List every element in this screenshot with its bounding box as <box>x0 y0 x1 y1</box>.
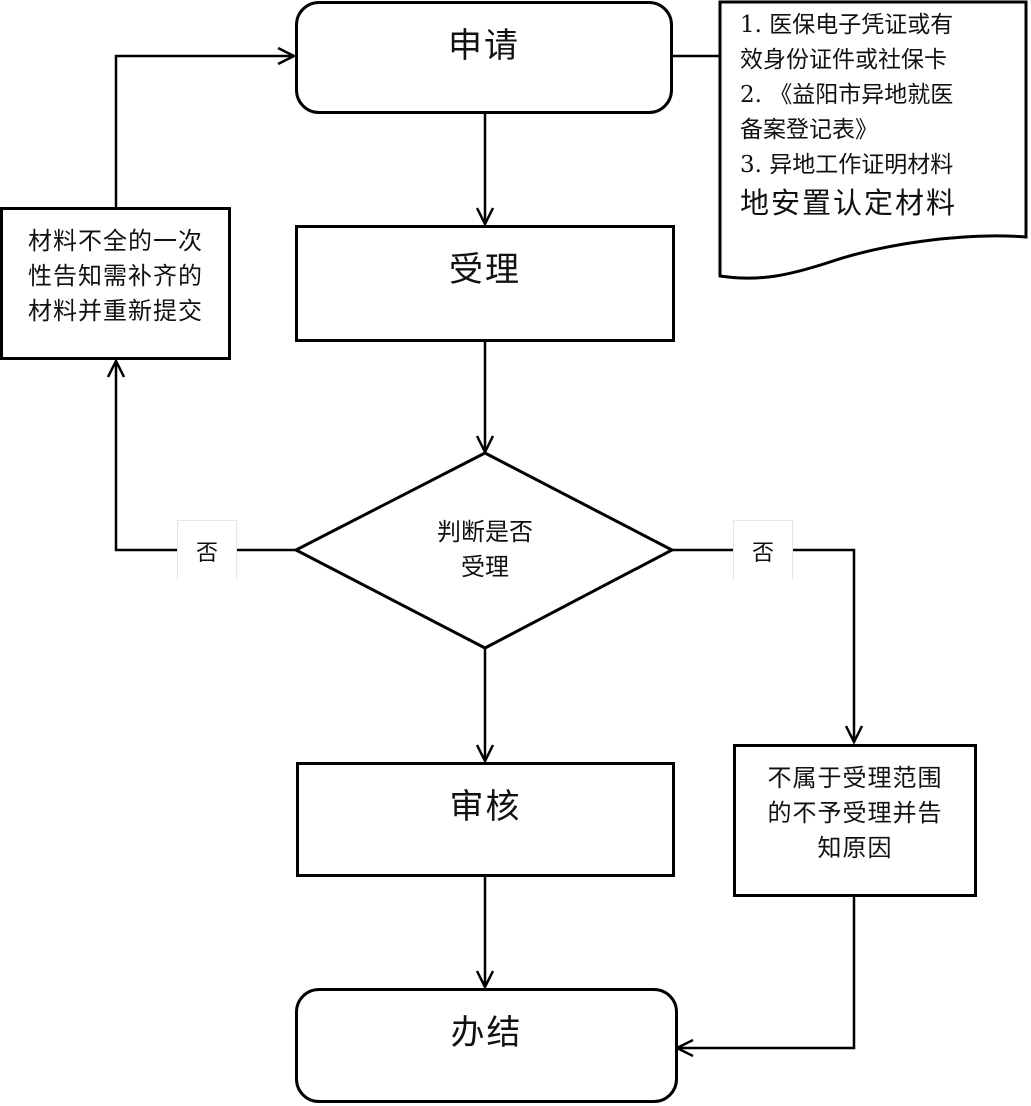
incomplete-materials-node: 材料不全的一次 性告知需补齐的 材料并重新提交 <box>0 207 231 360</box>
resubmit-arrow <box>114 56 294 207</box>
reject-to-complete-arrow <box>677 897 856 1048</box>
decision-line-2: 受理 <box>461 553 509 581</box>
apply-node: 申请 <box>295 1 673 114</box>
decision-no-right-arrow <box>672 548 854 742</box>
not-in-scope-line-2: 的不予受理并告 <box>767 799 943 827</box>
incomplete-line-1: 材料不全的一次 <box>28 227 203 255</box>
review-label: 审核 <box>449 787 522 827</box>
doc-line-5: 3. 异地工作证明材料 <box>740 152 954 178</box>
document-shape <box>718 0 1028 280</box>
no-label-right-text: 否 <box>751 541 774 566</box>
doc-line-6: 地安置认定材料 <box>740 186 958 220</box>
incomplete-line-2: 性告知需补齐的 <box>28 262 203 290</box>
not-in-scope-line-1: 不属于受理范围 <box>767 764 943 792</box>
review-node: 审核 <box>296 762 675 877</box>
no-label-right: 否 <box>733 520 793 580</box>
doc-line-3: 2. 《益阳市异地就医 <box>740 82 954 108</box>
doc-line-2: 效身份证件或社保卡 <box>740 47 947 73</box>
decision-line-1: 判断是否 <box>437 518 533 546</box>
not-in-scope-node: 不属于受理范围 的不予受理并告 知原因 <box>733 744 977 897</box>
required-documents: 1. 医保电子凭证或有 效身份证件或社保卡 2. 《益阳市异地就医 备案登记表》… <box>740 8 957 223</box>
accept-label: 受理 <box>449 250 521 290</box>
no-label-left: 否 <box>177 520 237 580</box>
complete-node: 办结 <box>295 988 678 1103</box>
complete-label: 办结 <box>450 1013 523 1053</box>
decision-text: 判断是否 受理 <box>385 515 585 585</box>
doc-line-1: 1. 医保电子凭证或有 <box>740 12 954 38</box>
accept-node: 受理 <box>295 225 675 342</box>
incomplete-line-3: 材料并重新提交 <box>28 297 203 325</box>
not-in-scope-line-3: 知原因 <box>817 834 893 862</box>
doc-line-4: 备案登记表》 <box>740 117 878 143</box>
no-label-left-text: 否 <box>195 541 218 566</box>
apply-label: 申请 <box>448 26 520 66</box>
